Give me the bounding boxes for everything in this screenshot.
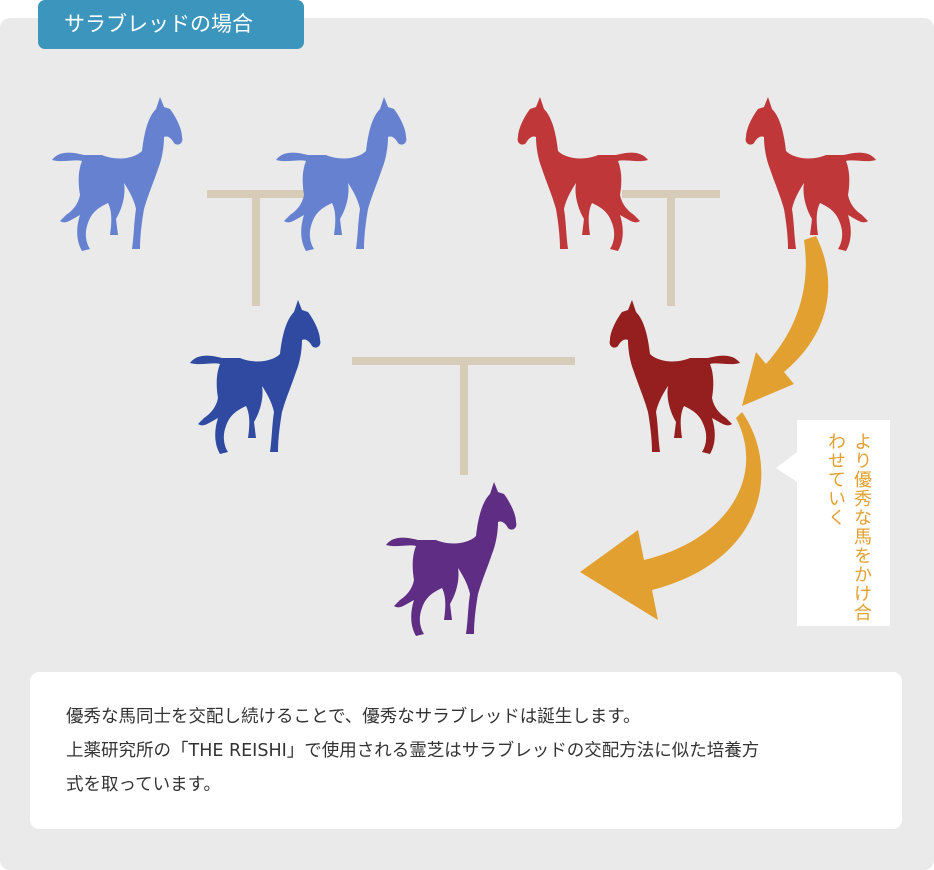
title-tab: サラブレッドの場合 bbox=[38, 0, 304, 49]
horse-grandparent-left-2 bbox=[276, 97, 407, 251]
arrow-lower bbox=[580, 412, 762, 620]
callout-pointer bbox=[776, 452, 797, 482]
arrows bbox=[580, 236, 829, 620]
horse-grandparent-left-1 bbox=[52, 97, 183, 251]
horse-parent-left bbox=[190, 300, 321, 454]
description-line-2: 上薬研究所の「THE REISHI」で使用される霊芝はサラブレッドの交配方法に似… bbox=[66, 741, 760, 761]
connector-top-right-stem bbox=[667, 194, 675, 306]
horse-offspring bbox=[386, 482, 517, 636]
description-line-3: 式を取っています。 bbox=[66, 775, 221, 795]
horse-parent-right bbox=[609, 300, 740, 454]
horse-grandparent-right-2 bbox=[745, 97, 876, 251]
connector-top-left-stem bbox=[252, 194, 260, 306]
callout-box: より優秀な馬をかけ合わせていく bbox=[797, 420, 890, 626]
arrow-upper bbox=[742, 236, 829, 406]
title-label: サラブレッドの場合 bbox=[64, 12, 253, 36]
connectors bbox=[207, 190, 720, 475]
description-box: 優秀な馬同士を交配し続けることで、優秀なサラブレッドは誕生します。 上薬研究所の… bbox=[30, 672, 902, 829]
description-line-1: 優秀な馬同士を交配し続けることで、優秀なサラブレッドは誕生します。 bbox=[66, 707, 641, 727]
connector-middle-stem bbox=[460, 361, 468, 475]
horse-grandparent-right-1 bbox=[517, 97, 648, 251]
callout-text: より優秀な馬をかけ合わせていく bbox=[825, 432, 872, 622]
